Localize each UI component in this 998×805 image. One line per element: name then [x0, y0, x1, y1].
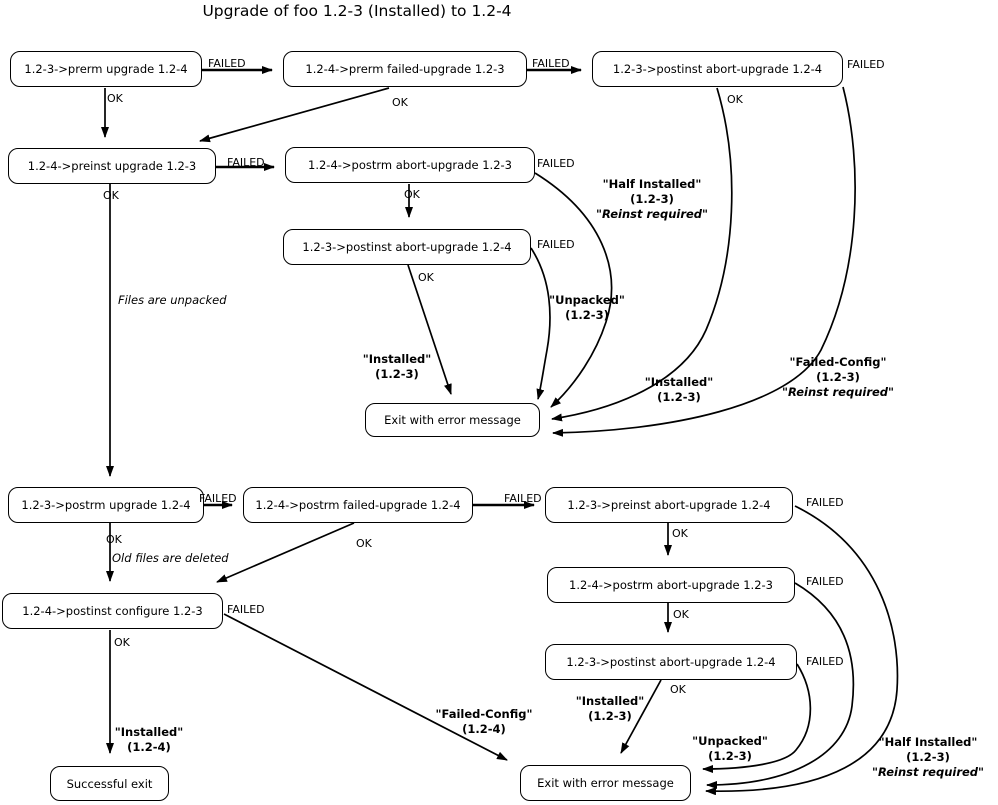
edge-label-failed: FAILED: [208, 57, 246, 70]
edge-label-ok: OK: [404, 188, 420, 201]
node-postrm-failed-upgrade: 1.2-4->postrm failed-upgrade 1.2-4: [243, 487, 473, 523]
edge-label-failed: FAILED: [806, 655, 844, 668]
annotation-failed-config-right: "Failed-Config" (1.2-3) "Reinst required…: [781, 355, 895, 399]
edge-label-failed: FAILED: [537, 238, 575, 251]
edge-postrmabort-failed: [534, 172, 613, 408]
node-successful-exit: Successful exit: [50, 766, 169, 801]
edge-label-ok: OK: [103, 189, 119, 202]
edge-label-ok: OK: [670, 683, 686, 696]
diagram-title: Upgrade of foo 1.2-3 (Installed) to 1.2-…: [202, 2, 512, 20]
edge-label-failed: FAILED: [537, 157, 575, 170]
note-files-unpacked: Files are unpacked: [118, 293, 227, 307]
node-postrm-upgrade: 1.2-3->postrm upgrade 1.2-4: [8, 487, 204, 523]
annotation-installed-success: "Installed" (1.2-4): [114, 725, 184, 754]
edge-postinstabort-top-failed: [552, 86, 856, 437]
edge-label-ok: OK: [114, 636, 130, 649]
edge-preinstabort-failed: [705, 505, 899, 796]
edge-label-ok: OK: [673, 608, 689, 621]
node-preinst-upgrade: 1.2-4->preinst upgrade 1.2-3: [8, 148, 216, 184]
note-old-files-deleted: Old files are deleted: [112, 551, 229, 565]
node-exit-error-bottom: Exit with error message: [520, 765, 691, 801]
annotation-failed-config-bottom: "Failed-Config" (1.2-4): [435, 707, 533, 736]
node-postrm-abort-bottom: 1.2-4->postrm abort-upgrade 1.2-3: [547, 567, 795, 603]
annotation-installed-right: "Installed" (1.2-3): [644, 375, 714, 404]
edge-label-ok: OK: [107, 92, 123, 105]
edge-prermfailed-ok: [199, 87, 390, 143]
edge-label-ok: OK: [672, 527, 688, 540]
edge-label-ok: OK: [356, 537, 372, 550]
edge-label-ok: OK: [727, 93, 743, 106]
edge-label-failed: FAILED: [227, 603, 265, 616]
edge-postinstconf-failed: [223, 613, 508, 761]
edge-postrmfailed-ok: [216, 522, 355, 583]
annotation-half-installed-bottom: "Half Installed" (1.2-3) "Reinst require…: [871, 735, 985, 779]
edge-postinstabort-mid-ok: [407, 264, 452, 395]
annotation-installed-bottom: "Installed" (1.2-3): [575, 694, 645, 723]
node-postinst-abort-mid: 1.2-3->postinst abort-upgrade 1.2-4: [283, 229, 531, 265]
edge-label-failed: FAILED: [806, 575, 844, 588]
annotation-unpacked-top: "Unpacked" (1.2-3): [549, 293, 625, 322]
annotation-half-installed-top: "Half Installed" (1.2-3) "Reinst require…: [595, 177, 709, 221]
edge-postinstabort-bot-failed: [702, 663, 812, 773]
edge-label-ok: OK: [418, 271, 434, 284]
edge-postinstabort-bot-ok: [620, 679, 662, 754]
node-prerm-upgrade: 1.2-3->prerm upgrade 1.2-4: [10, 51, 202, 87]
edge-label-failed: FAILED: [847, 58, 885, 71]
node-postinst-configure: 1.2-4->postinst configure 1.2-3: [2, 593, 223, 629]
edge-label-ok: OK: [392, 96, 408, 109]
node-postinst-abort-bottom: 1.2-3->postinst abort-upgrade 1.2-4: [545, 644, 797, 680]
node-prerm-failed-upgrade: 1.2-4->prerm failed-upgrade 1.2-3: [283, 51, 527, 87]
edge-label-failed: FAILED: [199, 492, 237, 505]
node-postinst-abort-top: 1.2-3->postinst abort-upgrade 1.2-4: [592, 51, 843, 87]
edge-postinstabort-top-ok: [551, 87, 733, 422]
edge-label-failed: FAILED: [532, 57, 570, 70]
edge-label-failed: FAILED: [806, 496, 844, 509]
edge-label-failed: FAILED: [227, 156, 265, 169]
edge-postrmabort2-failed: [706, 582, 855, 789]
annotation-unpacked-bottom: "Unpacked" (1.2-3): [692, 734, 768, 763]
node-preinst-abort-upgrade: 1.2-3->preinst abort-upgrade 1.2-4: [545, 487, 793, 523]
node-postrm-abort-top: 1.2-4->postrm abort-upgrade 1.2-3: [285, 147, 535, 183]
edge-postinstabort-mid-failed: [530, 247, 551, 400]
annotation-installed-mid: "Installed" (1.2-3): [362, 352, 432, 381]
edge-label-ok: OK: [106, 533, 122, 546]
node-exit-error-top: Exit with error message: [365, 403, 540, 437]
edge-label-failed: FAILED: [504, 492, 542, 505]
